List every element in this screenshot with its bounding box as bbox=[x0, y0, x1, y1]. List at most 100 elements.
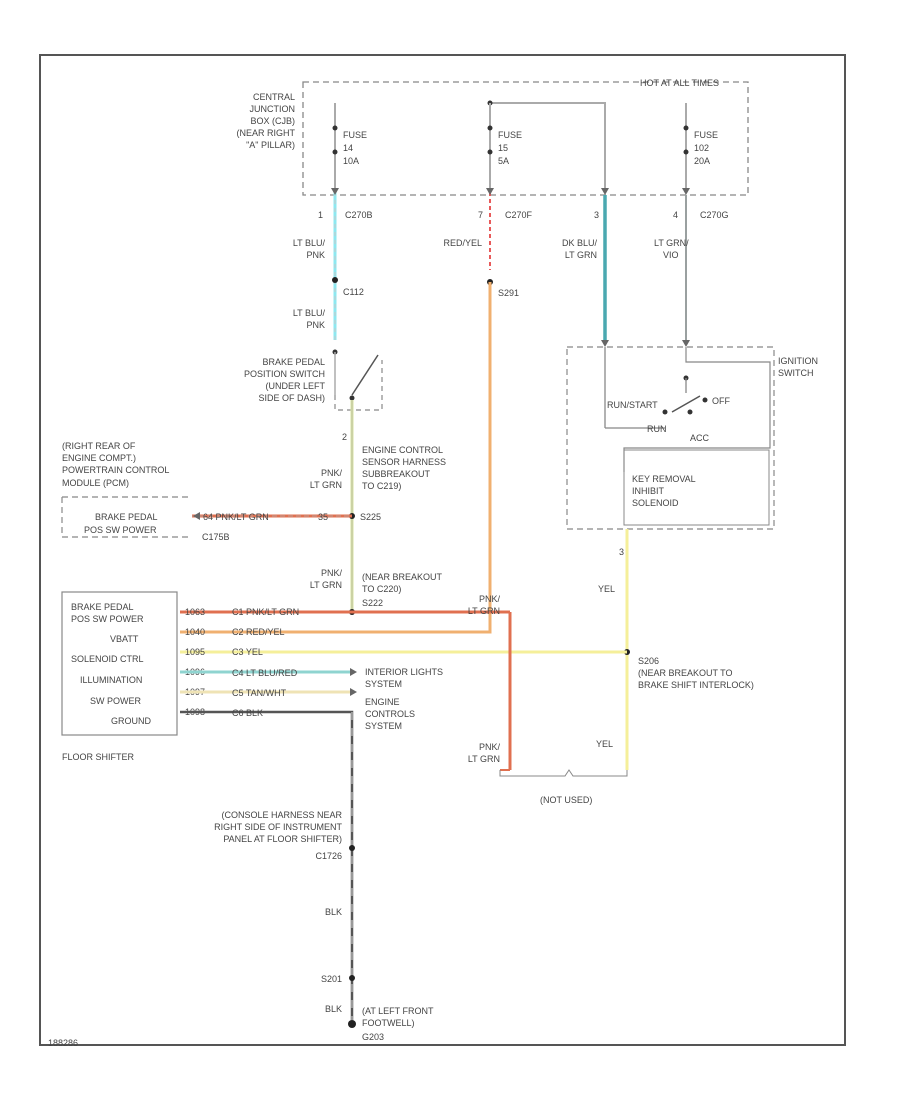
fs-pin6: GROUND bbox=[111, 716, 151, 726]
fuse-15-name: FUSE bbox=[498, 130, 522, 140]
fuse-15-rating: 5A bbox=[498, 156, 509, 166]
fs-wire-4: C4 LT BLU/RED bbox=[232, 668, 298, 678]
engine-ctrl-3: SUBBREAKOUT bbox=[362, 469, 431, 479]
interior-lights-1: INTERIOR LIGHTS bbox=[365, 667, 443, 677]
splice-s201: S201 bbox=[321, 974, 342, 984]
splice-s291-label: S291 bbox=[498, 288, 519, 298]
wire-dk-blu-lt-grn bbox=[601, 188, 609, 347]
interior-lights-2: SYSTEM bbox=[365, 679, 402, 689]
pnk-lt-grn-3b: LT GRN bbox=[468, 606, 500, 616]
pin-3b: 3 bbox=[619, 547, 624, 557]
not-used-bracket bbox=[499, 769, 628, 777]
fuse-102-number: 102 bbox=[694, 143, 709, 153]
floor-shifter-box bbox=[61, 591, 178, 736]
splice-s222: S222 bbox=[362, 598, 383, 608]
splice-s225-label: S225 bbox=[360, 512, 381, 522]
pin-4: 4 bbox=[673, 210, 678, 220]
engine-ctrl-4: TO C219) bbox=[362, 481, 401, 491]
fs-wire-2: C2 RED/YEL bbox=[232, 627, 285, 637]
engine-ctrl-1: ENGINE CONTROL bbox=[362, 445, 443, 455]
fs-code-2: 1040 bbox=[185, 627, 205, 637]
ground-1: (AT LEFT FRONT bbox=[362, 1006, 434, 1016]
near-breakout-2: TO C220) bbox=[362, 584, 401, 594]
cjb-line-3: BOX (CJB) bbox=[250, 116, 295, 126]
ignition-switch bbox=[566, 346, 775, 530]
fs-wire-3: C3 YEL bbox=[232, 647, 263, 657]
fuse-14: FUSE 14 10A bbox=[332, 103, 367, 190]
lt-blu-pnk-2b: PNK bbox=[306, 320, 325, 330]
ign-run: RUN bbox=[647, 424, 667, 434]
blk-label-1: BLK bbox=[325, 907, 342, 917]
lt-blu-pnk-2a: LT BLU/ bbox=[293, 308, 326, 318]
engine-controls-1: ENGINE bbox=[365, 697, 400, 707]
pnk-lt-grn-2b: LT GRN bbox=[310, 580, 342, 590]
fuse-102: FUSE 102 20A bbox=[683, 103, 718, 190]
pcm-module bbox=[61, 496, 352, 538]
conn-c270g: C270G bbox=[700, 210, 729, 220]
key-removal-2: INHIBIT bbox=[632, 486, 665, 496]
red-yel-label: RED/YEL bbox=[443, 238, 482, 248]
fs-wire-5: C5 TAN/WHT bbox=[232, 688, 287, 698]
pcm-wire: 64 PNK/LT GRN bbox=[203, 512, 269, 522]
blk-label-2: BLK bbox=[325, 1004, 342, 1014]
conn-c112: C112 bbox=[343, 287, 364, 297]
cjb-line-2: JUNCTION bbox=[250, 104, 296, 114]
key-removal-1: KEY REMOVAL bbox=[632, 474, 696, 484]
pcm-connector: C175B bbox=[202, 532, 230, 542]
fs-pin2: VBATT bbox=[110, 634, 139, 644]
pnk-lt-grn-4a: PNK/ bbox=[479, 742, 501, 752]
ignition-title-1: IGNITION bbox=[778, 356, 818, 366]
pcm-pin: 35 bbox=[318, 512, 328, 522]
brake-switch-3: (UNDER LEFT bbox=[265, 381, 325, 391]
pin-1: 1 bbox=[318, 210, 323, 220]
pcm-loc-2: ENGINE COMPT.) bbox=[62, 453, 136, 463]
diagram-frame bbox=[39, 54, 846, 1046]
fs-pin4: ILLUMINATION bbox=[80, 675, 142, 685]
console-2: RIGHT SIDE OF INSTRUMENT bbox=[214, 822, 342, 832]
not-used-label: (NOT USED) bbox=[540, 795, 592, 805]
dk-blu-2: LT GRN bbox=[565, 250, 597, 260]
fuse-102-rating: 20A bbox=[694, 156, 710, 166]
ground-2: FOOTWELL) bbox=[362, 1018, 415, 1028]
ign-acc: ACC bbox=[690, 433, 710, 443]
wire-pnk-lt-grn-shifter bbox=[180, 609, 512, 771]
s206-note-2: BRAKE SHIFT INTERLOCK) bbox=[638, 680, 754, 690]
pcm-loc-4: MODULE (PCM) bbox=[62, 478, 129, 488]
cjb-line-1: CENTRAL bbox=[253, 92, 295, 102]
wire-lt-grn-vio bbox=[682, 188, 690, 347]
brake-pedal-switch bbox=[332, 349, 383, 411]
figure-id: 188286 bbox=[48, 1038, 78, 1048]
fuse-14-rating: 10A bbox=[343, 156, 359, 166]
s206-note-1: (NEAR BREAKOUT TO bbox=[638, 668, 733, 678]
pnk-lt-grn-1b: LT GRN bbox=[310, 480, 342, 490]
arrow-interior-lights bbox=[350, 668, 357, 676]
fuse-14-number: 14 bbox=[343, 143, 353, 153]
wire-lt-blu-pnk bbox=[331, 188, 339, 340]
hot-label: HOT AT ALL TIMES bbox=[640, 78, 719, 88]
fs-pin1-a: BRAKE PEDAL bbox=[71, 602, 134, 612]
cjb-line-4: (NEAR RIGHT bbox=[237, 128, 296, 138]
pin-2: 2 bbox=[342, 432, 347, 442]
fuse-15: FUSE 15 5A bbox=[487, 103, 522, 190]
dk-blu-1: DK BLU/ bbox=[562, 238, 598, 248]
pnk-lt-grn-1a: PNK/ bbox=[321, 468, 343, 478]
conn-c1726: C1726 bbox=[315, 851, 342, 861]
yel-upper: YEL bbox=[598, 584, 615, 594]
fuse-bus-bar bbox=[490, 102, 606, 190]
ignition-title-2: SWITCH bbox=[778, 368, 814, 378]
fuse-15-number: 15 bbox=[498, 143, 508, 153]
lt-grn-vio-2: VIO bbox=[663, 250, 679, 260]
fs-code-1: 1063 bbox=[185, 607, 205, 617]
fs-wire-6: C6 BLK bbox=[232, 708, 263, 718]
engine-controls-2: CONTROLS bbox=[365, 709, 415, 719]
engine-ctrl-2: SENSOR HARNESS bbox=[362, 457, 446, 467]
fuse-14-name: FUSE bbox=[343, 130, 367, 140]
near-breakout-1: (NEAR BREAKOUT bbox=[362, 572, 443, 582]
lt-blu-pnk-1b: PNK bbox=[306, 250, 325, 260]
ign-run-start: RUN/START bbox=[607, 400, 658, 410]
yel-lower: YEL bbox=[596, 739, 613, 749]
pcm-pin-label-2: POS SW POWER bbox=[84, 525, 157, 535]
floor-shifter-title: FLOOR SHIFTER bbox=[62, 752, 135, 762]
console-1: (CONSOLE HARNESS NEAR bbox=[221, 810, 342, 820]
